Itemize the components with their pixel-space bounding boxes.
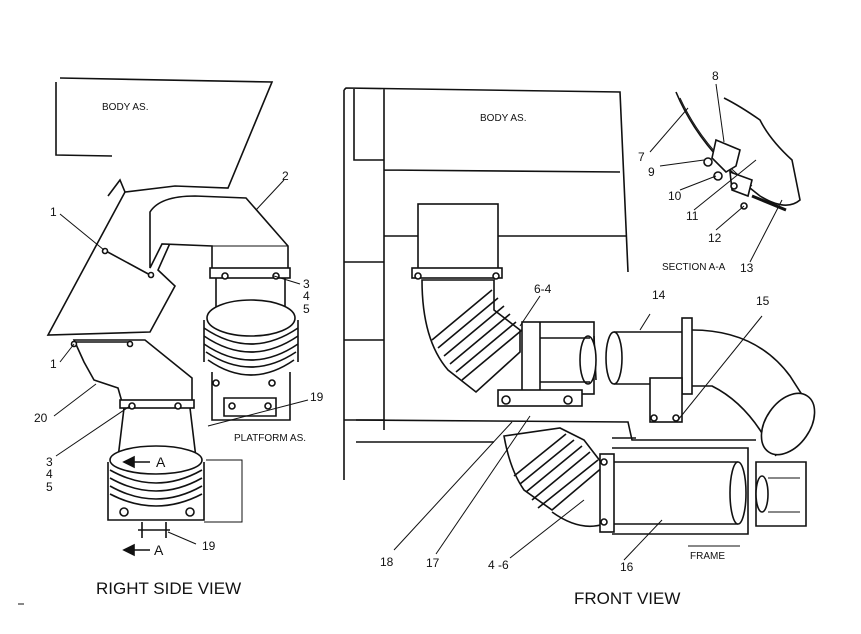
- callout-12: 12: [708, 231, 722, 245]
- callout-19-lower: 19: [202, 539, 216, 553]
- bolt: [221, 272, 229, 280]
- callout-5-upper: 5: [303, 302, 310, 316]
- callout-9: 9: [648, 165, 655, 179]
- callout-20: 20: [34, 411, 48, 425]
- callout-8: 8: [712, 69, 719, 83]
- callout-16: 16: [620, 560, 634, 574]
- front-view: BODY AS.: [343, 87, 816, 608]
- clamp-upper: [103, 249, 153, 277]
- lower-long-pipe: [614, 461, 738, 525]
- platform-label: PLATFORM AS.: [234, 433, 306, 444]
- frame-label: FRAME: [690, 551, 725, 562]
- cab-panel: [46, 191, 176, 336]
- callout-1-lower: 1: [50, 357, 57, 371]
- callout-7: 7: [638, 150, 645, 164]
- lower-duct: [72, 339, 193, 403]
- upper-pipe-mouth: [206, 299, 296, 337]
- section-clamp: [711, 138, 741, 174]
- callout-4-lower: 4: [46, 467, 53, 481]
- section-label: SECTION A-A: [662, 262, 726, 273]
- callout-2: 2: [282, 169, 289, 183]
- front-bellows-upper: [431, 289, 523, 381]
- front-elbow: [421, 279, 521, 394]
- callout-11: 11: [686, 209, 699, 223]
- callout-3-lower: 3: [46, 455, 53, 469]
- section-a-a: 8 7 9 10 11 12 13 SECTION A-A: [638, 69, 801, 275]
- intake-pipe: [614, 331, 682, 385]
- callout-4-6: 4 -6: [488, 558, 509, 572]
- plenum-flange: [411, 267, 503, 279]
- mounting-stud: [138, 522, 170, 538]
- body-label-left: BODY AS.: [102, 102, 149, 113]
- right-side-view: BODY AS. PLATFORM AS.: [34, 77, 324, 598]
- lower-bellows: [107, 462, 205, 521]
- callout-10: 10: [668, 189, 682, 203]
- callout-5-lower: 5: [46, 480, 53, 494]
- callout-15: 15: [756, 294, 770, 308]
- front-view-title: FRONT VIEW: [574, 589, 680, 608]
- platform-line: [207, 399, 309, 427]
- section-mark-lower: A: [154, 542, 164, 558]
- intake-mouth: [760, 392, 816, 456]
- body-label-right: BODY AS.: [480, 113, 527, 124]
- callout-18: 18: [380, 555, 394, 569]
- upper-bellows: [203, 320, 299, 376]
- callout-4-upper: 4: [303, 289, 310, 303]
- junction-foot: [497, 389, 583, 407]
- stub-pipe: [540, 337, 590, 383]
- intake-flange: [681, 317, 693, 395]
- lower-flange-plate: [599, 453, 615, 533]
- callout-6-4: 6-4: [534, 282, 552, 296]
- bolt: [272, 272, 280, 280]
- plenum-box: [417, 203, 499, 275]
- callout-17: 17: [426, 556, 440, 570]
- frame-rail: [612, 447, 807, 535]
- right-side-view-title: RIGHT SIDE VIEW: [96, 579, 241, 598]
- callout-19-upper: 19: [310, 390, 324, 404]
- upper-flange: [209, 267, 291, 279]
- section-gasket: [751, 194, 787, 212]
- upper-duct: [149, 195, 289, 271]
- callout-1-upper: 1: [50, 205, 57, 219]
- platform-rail: [355, 419, 756, 443]
- section-body: [675, 91, 801, 206]
- front-bellows-lower: [513, 433, 599, 509]
- lower-flange: [119, 399, 195, 409]
- section-mark-upper: A: [156, 454, 166, 470]
- junction-port: [579, 335, 597, 385]
- callout-14: 14: [652, 288, 666, 302]
- body-assembly-left: [55, 77, 274, 197]
- intake-curve: [691, 329, 809, 457]
- callout-13: 13: [740, 261, 754, 275]
- callout-3-upper: 3: [303, 277, 310, 291]
- platform-bracket: [211, 372, 291, 421]
